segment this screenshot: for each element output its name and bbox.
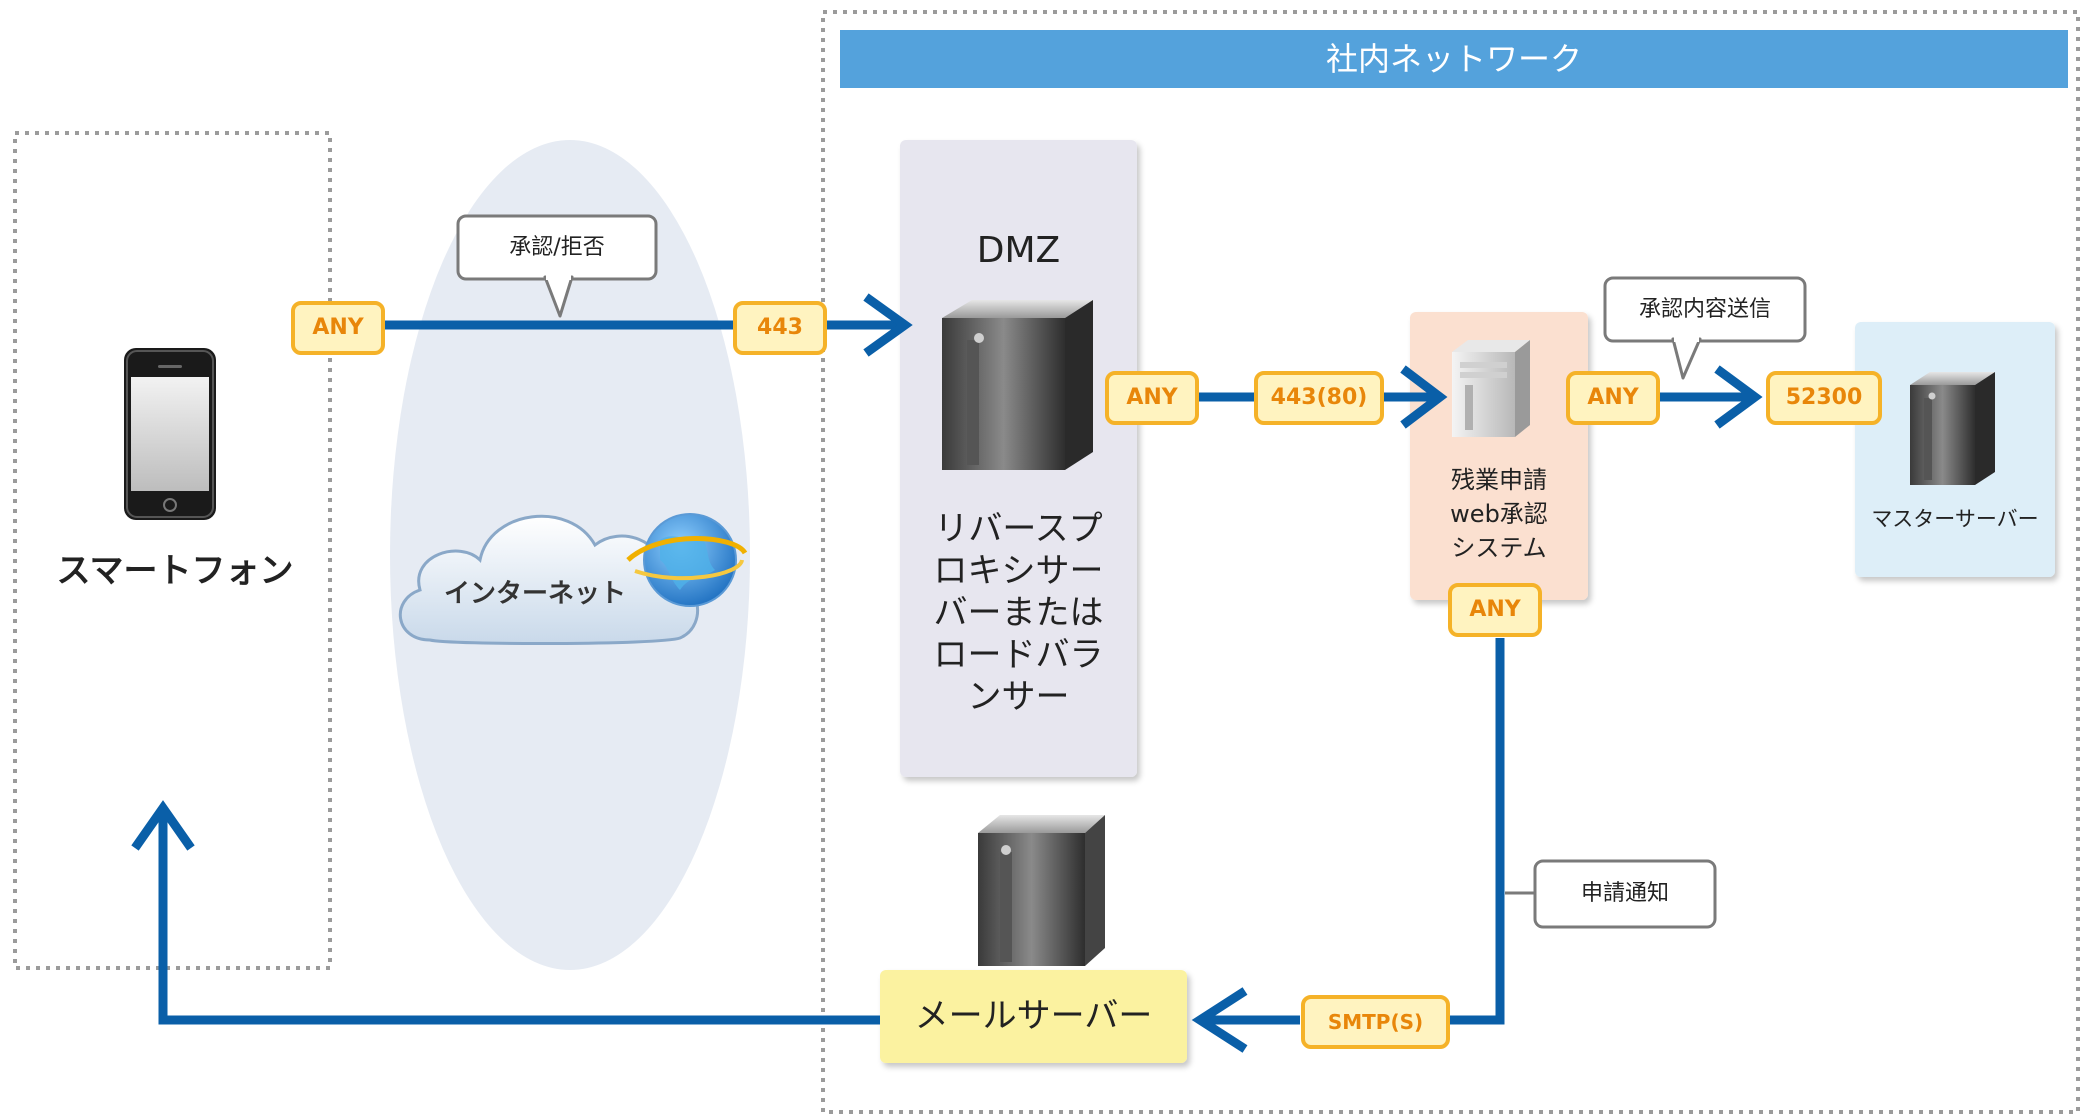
callout-send — [1603, 276, 1807, 380]
arrow-mail-to-phone — [158, 808, 880, 1025]
callout-notify — [1505, 859, 1717, 929]
arrow-app-to-smtp — [1445, 638, 1505, 1025]
internal-network-outline — [821, 10, 2080, 1114]
app-label-line: web承認 — [1450, 500, 1548, 528]
port-badge-app-in — [1254, 371, 1384, 425]
port-badge-dmz-out — [1105, 371, 1199, 425]
dmz-label-line: リバースプ — [934, 509, 1103, 549]
internal-network-header — [840, 30, 2068, 88]
smartphone-label: スマートフォン — [56, 551, 294, 591]
port-label-phone-out: ANY — [312, 315, 364, 340]
mail-server-label: メールサーバー — [914, 996, 1153, 1036]
dmz-label: リバースプ ロキシサー バーまたは ロードバラ ンサー — [900, 508, 1137, 718]
port-label-app-in: 443(80) — [1270, 385, 1368, 410]
server-icon — [978, 815, 1105, 966]
arrowhead-phone — [131, 800, 195, 851]
internet-label: インターネット — [443, 579, 626, 609]
port-label-dmz-in: 443 — [757, 315, 803, 340]
dmz-label-line: ンサー — [967, 677, 1070, 717]
arrowhead-app — [1400, 365, 1448, 429]
callout-send-text: 承認内容送信 — [1638, 297, 1771, 322]
callout-approve-text: 承認/拒否 — [509, 235, 605, 260]
port-badge-mail-in — [1301, 995, 1450, 1049]
smartphone-icon — [124, 348, 216, 520]
arrowhead-master — [1714, 365, 1763, 429]
mail-server-box — [880, 970, 1187, 1063]
arrowhead-mail — [1191, 987, 1248, 1053]
port-badges — [291, 301, 1882, 1049]
cloud-globe-icon — [398, 513, 748, 646]
arrowhead-dmz — [863, 293, 913, 357]
port-label-dmz-out: ANY — [1126, 385, 1178, 410]
port-badge-dmz-in — [733, 301, 827, 355]
server-icon — [1910, 372, 1995, 485]
master-server-label: マスターサーバー — [1871, 507, 2039, 531]
port-badge-app-notify-out — [1448, 583, 1542, 637]
dmz-label-line: ロキシサー — [933, 551, 1104, 591]
port-badge-phone-out — [291, 301, 385, 355]
dmz-label-line: バーまたは — [933, 593, 1104, 633]
smartphone-zone-outline — [13, 131, 332, 970]
port-badge-master-in — [1766, 371, 1882, 425]
port-badge-app-out — [1566, 371, 1660, 425]
port-label-app-notify-out: ANY — [1469, 597, 1521, 622]
dmz-title: DMZ — [976, 230, 1061, 271]
port-label-master-in: 52300 — [1785, 385, 1863, 410]
internal-network-title: 社内ネットワーク — [1325, 40, 1582, 78]
app-label-line: 残業申請 — [1451, 466, 1547, 494]
app-system-label: 残業申請 web承認 システム — [1410, 463, 1588, 565]
port-label-mail-in: SMTP(S) — [1327, 1010, 1424, 1034]
callout-notify-text: 申請通知 — [1580, 881, 1669, 906]
callout-approve — [456, 214, 658, 318]
port-label-app-out: ANY — [1587, 385, 1639, 410]
server-icon — [942, 300, 1093, 470]
dmz-label-line: ロードバラ — [933, 635, 1104, 675]
server-icon — [1452, 340, 1530, 437]
app-label-line: システム — [1451, 534, 1547, 562]
